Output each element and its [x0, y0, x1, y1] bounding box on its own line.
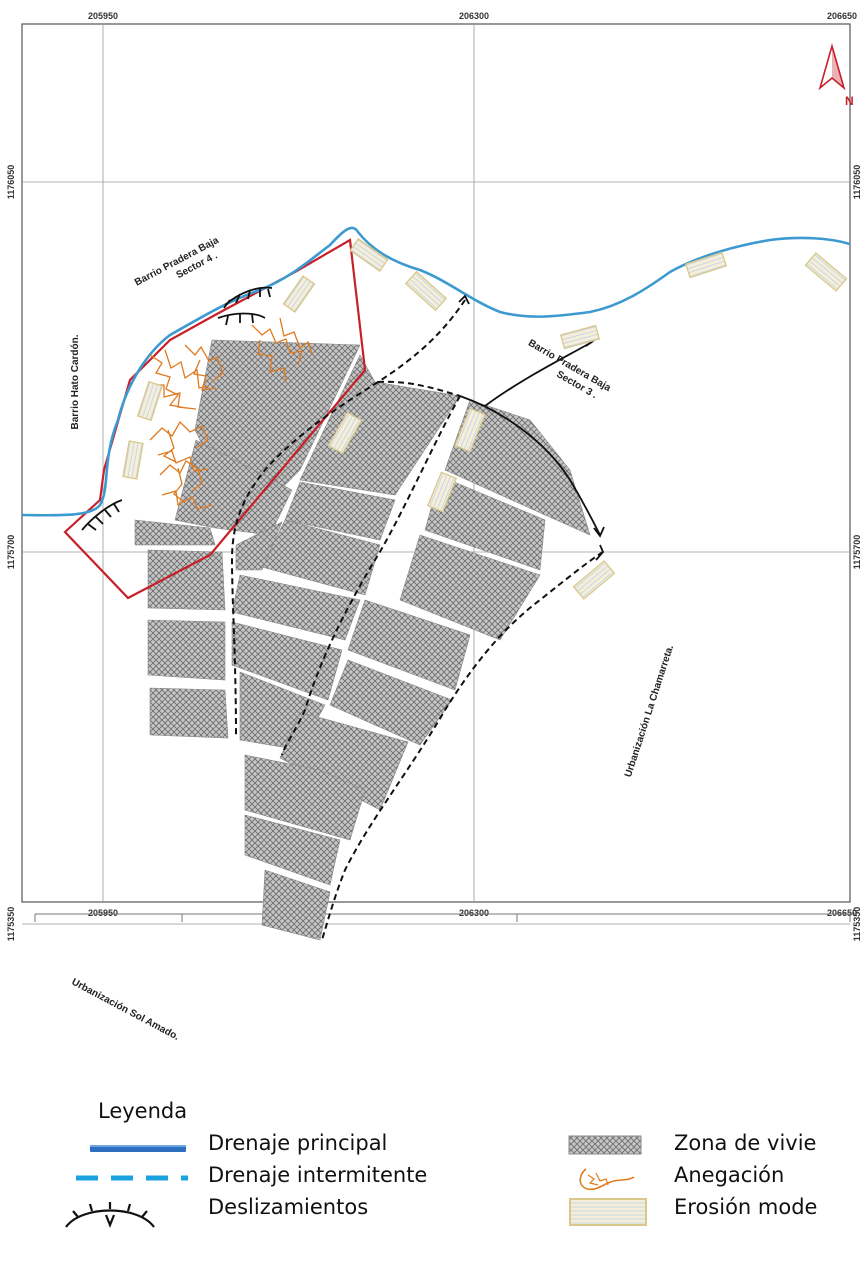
easting-bottom-label: 206300: [459, 908, 489, 918]
legend-item-label: Deslizamientos: [208, 1195, 369, 1219]
map-frame: [21, 23, 851, 903]
waterlogging-areas: [149, 317, 313, 510]
easting-bottom-label: 205950: [88, 908, 118, 918]
northing-left-label: 1175700: [6, 535, 16, 570]
erosion-patches: [122, 238, 848, 600]
northing-left-label: 1175350: [6, 907, 16, 942]
legend-item-main-drainage: Drenaje principal: [0, 1131, 520, 1163]
housing-blocks: [134, 339, 591, 941]
northing-right-label: 1175350: [852, 907, 862, 942]
northing-left-label: 1176050: [6, 165, 16, 200]
legend-item-housing-zone: Zona de vivie: [560, 1131, 867, 1163]
risk-zone-boundary: [63, 238, 367, 600]
place-label-hato-cardon: Barrio Hato Cardón.: [70, 334, 81, 429]
solid-blue-line-icon: [90, 1145, 186, 1152]
legend-item-moderate-erosion: Erosión mode: [560, 1195, 867, 1227]
legend-item-waterlogging: Anegación: [560, 1163, 867, 1195]
legend-item-label: Drenaje intermitente: [208, 1163, 428, 1187]
legend-item-intermittent-drainage: Drenaje intermitente: [0, 1163, 520, 1195]
map-canvas: 205950 206300 206650 205950 206300 20665…: [6, 11, 862, 1043]
landslide-scarp-icon: [65, 1202, 155, 1228]
erosion-pattern-icon: [569, 1198, 647, 1226]
legend-item-label: Erosión mode: [674, 1195, 818, 1219]
easting-bottom-label: 206650: [827, 908, 857, 918]
intermittent-drainage-arrows: [458, 294, 605, 561]
north-arrow-icon: N: [818, 43, 854, 108]
main-drainage-river: [21, 226, 851, 517]
dashed-blue-line-icon: [76, 1175, 188, 1181]
crosshatch-pattern-icon: [568, 1135, 642, 1155]
legend-item-label: Anegación: [674, 1163, 785, 1187]
northing-right-label: 1175700: [852, 535, 862, 570]
northing-right-label: 1176050: [852, 165, 862, 200]
coordinate-grid: [22, 24, 850, 925]
legend-item-landslides: Deslizamientos: [0, 1195, 520, 1228]
landslide-scarps: [81, 286, 273, 531]
legend-title: Leyenda: [98, 1099, 188, 1123]
north-arrow-label: N: [845, 94, 854, 108]
legend-item-label: Zona de vivie: [674, 1131, 817, 1155]
intermittent-drainage-lines: [230, 299, 604, 941]
place-label-sol-amado: Urbanización Sol Amado.: [70, 977, 181, 1043]
place-label-pradera-baja-4: Barrio Pradera Baja Sector 4 .: [133, 235, 221, 289]
bottom-ruler: [34, 913, 851, 922]
place-label-la-chamarreta: Urbanización La Chamarreta.: [623, 644, 676, 779]
easting-top-label: 205950: [88, 11, 118, 21]
easting-top-label: 206300: [459, 11, 489, 21]
easting-top-label: 206650: [827, 11, 857, 21]
waterlogging-icon: [579, 1168, 635, 1191]
map-legend: Leyenda Drenaje principal Drenaje interm…: [0, 1085, 867, 1269]
legend-item-label: Drenaje principal: [208, 1131, 388, 1155]
